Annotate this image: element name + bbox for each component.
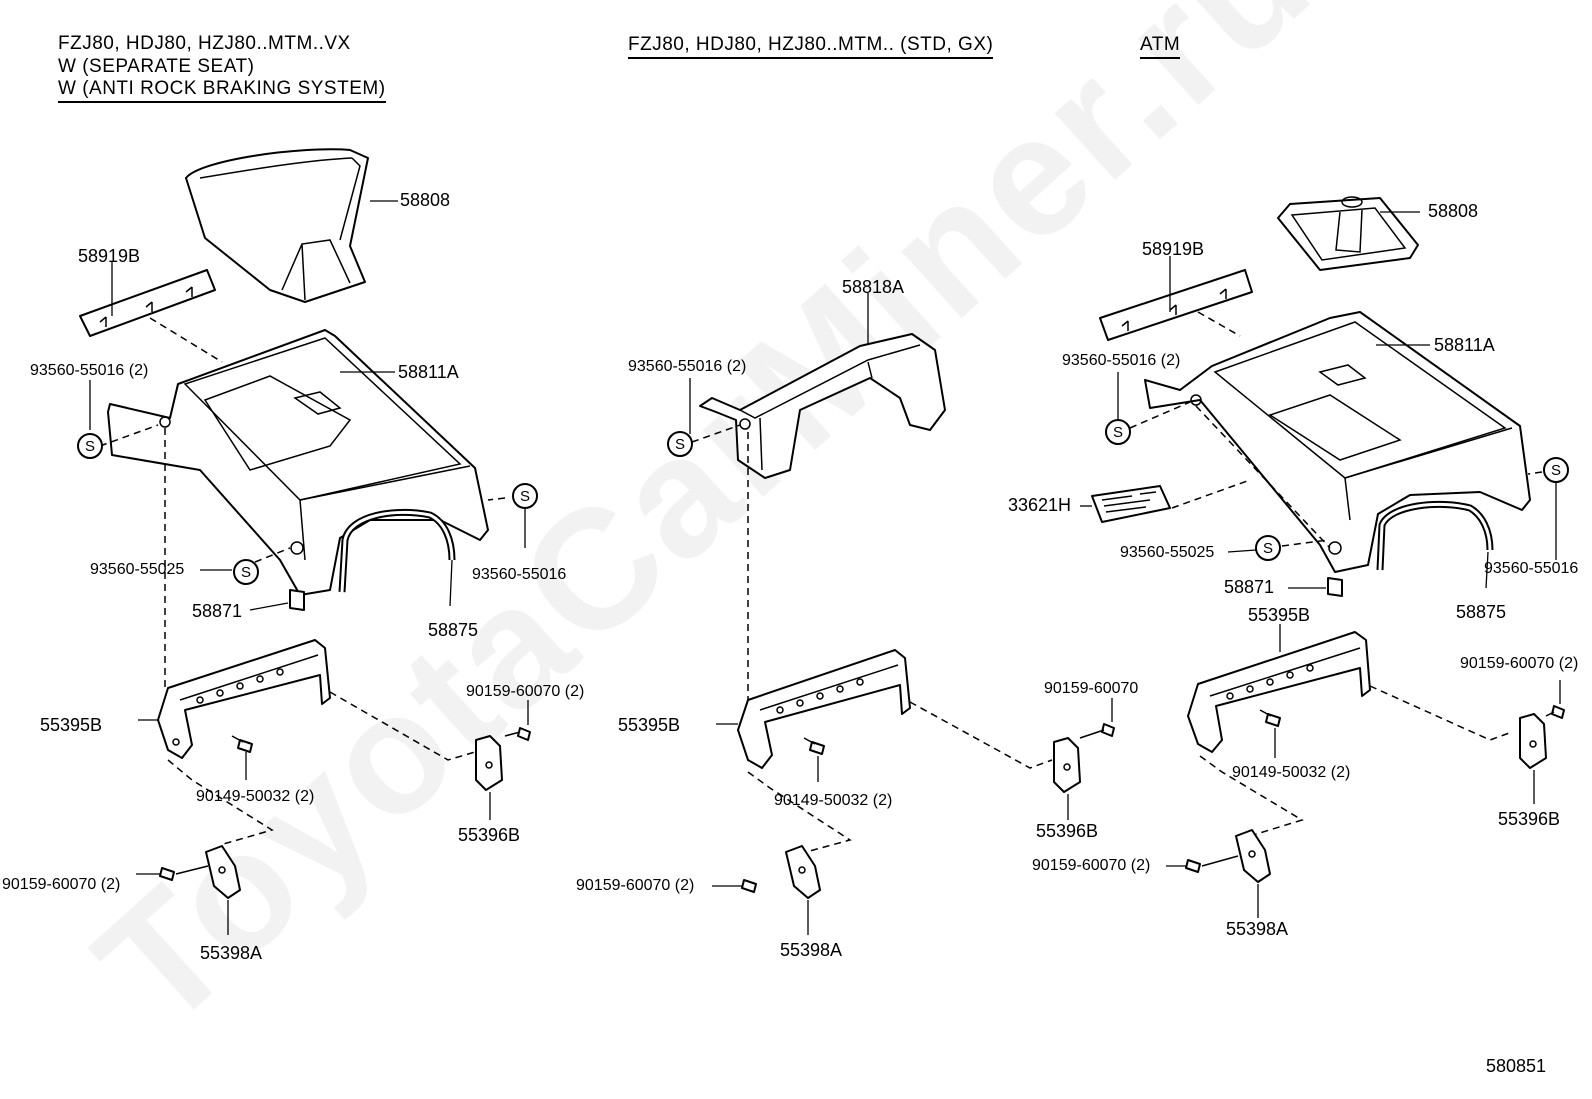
s-marker-glyph: S bbox=[1551, 462, 1561, 479]
part-55395b-left bbox=[157, 639, 331, 759]
part-58818a-middle bbox=[699, 333, 946, 479]
label-33621h-right: 33621H bbox=[1008, 495, 1072, 515]
label-58818a-middle: 58818A bbox=[842, 277, 905, 297]
label-58808-left: 58808 bbox=[400, 190, 451, 210]
label-58871-left: 58871 bbox=[192, 601, 243, 621]
part-58811a-right bbox=[1144, 311, 1531, 573]
label-55398a-middle: 55398A bbox=[780, 940, 843, 960]
label-93560-55016-2-middle: 93560-55016 (2) bbox=[628, 358, 747, 375]
label-58875-left: 58875 bbox=[428, 620, 479, 640]
label-93560-55025-left: 93560-55025 bbox=[90, 561, 185, 578]
label-55398a-right: 55398A bbox=[1226, 919, 1289, 939]
diagram-id: 580851 bbox=[1486, 1056, 1547, 1076]
part-55398a-left bbox=[205, 845, 241, 899]
s-marker-glyph: S bbox=[1263, 540, 1273, 557]
right-assembly bbox=[1080, 196, 1565, 918]
label-93560-55016-left: 93560-55016 bbox=[472, 566, 567, 583]
middle-assembly bbox=[689, 293, 1115, 935]
s-marker-glyph: S bbox=[85, 438, 95, 455]
label-93560-55025-right: 93560-55025 bbox=[1120, 544, 1215, 561]
label-55398a-left: 55398A bbox=[200, 943, 263, 963]
label-90149-50032-2-middle: 90149-50032 (2) bbox=[774, 792, 893, 809]
s-marker-glyph: S bbox=[520, 488, 530, 505]
label-93560-55016-2-left: 93560-55016 (2) bbox=[30, 362, 149, 379]
header-middle: FZJ80, HDJ80, HZJ80..MTM.. (STD, GX) bbox=[628, 34, 994, 59]
header-left-line-1: FZJ80, HDJ80, HZJ80..MTM..VX bbox=[58, 33, 351, 54]
label-55396b-right: 55396B bbox=[1498, 809, 1561, 829]
label-90149-50032-2-right: 90149-50032 (2) bbox=[1232, 764, 1351, 781]
label-93560-55016-right: 93560-55016 bbox=[1484, 560, 1579, 577]
s-marker-glyphs: S S S S S S S bbox=[85, 424, 1561, 581]
left-assembly bbox=[79, 148, 531, 935]
label-55395b-middle: 55395B bbox=[618, 715, 681, 735]
label-90149-50032-2-left: 90149-50032 (2) bbox=[196, 788, 315, 805]
part-58919b-left bbox=[79, 269, 216, 337]
label-90159-60070-2-middle: 90159-60070 (2) bbox=[576, 877, 695, 894]
label-58811a-left: 58811A bbox=[398, 362, 459, 382]
s-marker-glyph: S bbox=[675, 436, 685, 453]
label-93560-55016-2-right: 93560-55016 (2) bbox=[1062, 352, 1181, 369]
part-55398a-middle bbox=[785, 845, 821, 899]
label-90159-60070-2-right-a: 90159-60070 (2) bbox=[1460, 655, 1579, 672]
label-55396b-left: 55396B bbox=[458, 825, 521, 845]
label-55396b-middle: 55396B bbox=[1036, 821, 1099, 841]
label-55395b-left: 55395B bbox=[40, 715, 103, 735]
part-58808-right bbox=[1277, 196, 1419, 271]
part-55395b-right bbox=[1187, 631, 1371, 753]
part-33621h-right bbox=[1091, 485, 1171, 523]
header-left-line-3: W (ANTI ROCK BRAKING SYSTEM) bbox=[58, 78, 386, 103]
s-markers bbox=[77, 419, 1569, 585]
part-55396b-right bbox=[1519, 713, 1547, 769]
label-58811a-right: 58811A bbox=[1434, 335, 1495, 355]
s-marker-glyph: S bbox=[241, 564, 251, 581]
label-90159-60070-middle: 90159-60070 bbox=[1044, 680, 1139, 697]
part-55395b-middle bbox=[737, 649, 911, 769]
label-55395b-right: 55395B bbox=[1248, 605, 1311, 625]
part-58808-left bbox=[185, 148, 369, 303]
label-58871-right: 58871 bbox=[1224, 577, 1275, 597]
label-90159-60070-2-right-b: 90159-60070 (2) bbox=[1032, 857, 1151, 874]
label-90159-60070-2-left-b: 90159-60070 (2) bbox=[2, 876, 121, 893]
label-58919b-right: 58919B bbox=[1142, 239, 1205, 259]
part-55396b-middle bbox=[1053, 737, 1081, 793]
header-left-line-2: W (SEPARATE SEAT) bbox=[58, 56, 255, 77]
header-right: ATM bbox=[1140, 34, 1181, 59]
part-55398a-right bbox=[1235, 829, 1271, 883]
label-58875-right: 58875 bbox=[1456, 602, 1507, 622]
part-58811a-left bbox=[107, 329, 489, 596]
s-marker-glyph: S bbox=[1113, 424, 1123, 441]
label-90159-60070-2-left-a: 90159-60070 (2) bbox=[466, 683, 585, 700]
label-58808-right: 58808 bbox=[1428, 201, 1479, 221]
label-58919b-left: 58919B bbox=[78, 246, 141, 266]
part-55396b-left bbox=[475, 735, 503, 791]
part-58919b-right bbox=[1099, 269, 1253, 341]
